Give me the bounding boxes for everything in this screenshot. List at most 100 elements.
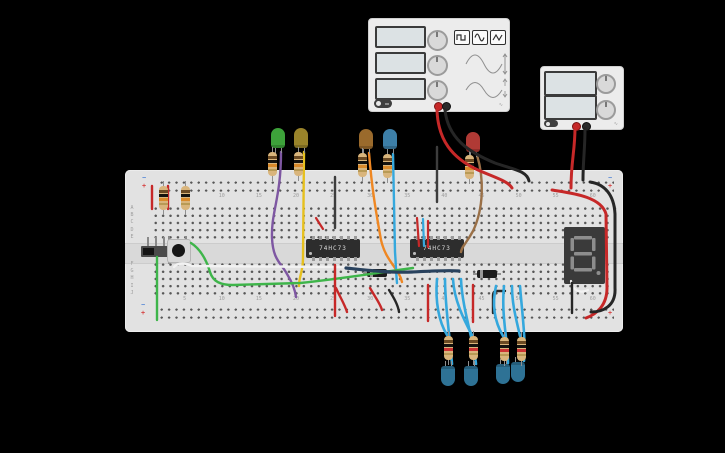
resistor-lead (184, 181, 186, 187)
ps-positive-terminal[interactable] (572, 122, 581, 131)
function-generator[interactable]: ∿ (368, 18, 510, 112)
led-blue-1[interactable] (440, 361, 456, 392)
fg-frequency-knob[interactable] (427, 30, 448, 51)
resistor-body (268, 152, 277, 176)
wire-green-wire-long[interactable] (189, 241, 415, 287)
fg-logo: ∿ (498, 102, 503, 108)
wire-white-wire[interactable] (172, 262, 346, 269)
resistor-band (181, 194, 190, 197)
resistor-band (444, 344, 453, 347)
button-cap (172, 244, 185, 257)
wire-cyan-wire-top[interactable] (391, 152, 399, 285)
led-lead (450, 361, 452, 367)
ps-power-button[interactable] (544, 120, 558, 127)
wire-rail-black-right[interactable] (588, 180, 617, 314)
led-blue-3[interactable] (495, 359, 511, 390)
resistor-band (159, 190, 168, 193)
resistor-lead (297, 147, 299, 153)
ps-negative-terminal[interactable] (582, 122, 591, 131)
ps-current-knob[interactable] (596, 100, 616, 120)
column-number-bottom: 45 (478, 296, 485, 302)
resistor-lead (386, 149, 388, 155)
resistor-lead (162, 209, 164, 215)
resistor-band (181, 190, 190, 193)
triangle-wave-button[interactable] (490, 30, 506, 45)
led-green[interactable] (270, 122, 286, 153)
resistor-lead (472, 359, 474, 365)
resistor-band (268, 169, 277, 171)
resistor-band (268, 160, 277, 163)
ic-pin (333, 257, 336, 261)
ic-pin (319, 236, 322, 240)
ps-voltage-knob[interactable] (596, 74, 616, 94)
wire-purple-wire[interactable] (270, 150, 298, 299)
sine-wave-button[interactable] (472, 30, 488, 45)
column-number-top: 60 (589, 193, 596, 199)
led-blue-2[interactable] (463, 361, 479, 392)
resistor-lead (520, 360, 522, 366)
rail-positive-mark: + (141, 183, 147, 190)
column-number-bottom: 20 (292, 296, 299, 302)
diode-band (480, 270, 483, 278)
led-lead (392, 148, 394, 154)
led-body (496, 364, 510, 384)
led-blue[interactable] (382, 123, 398, 154)
wire-cyan-strand-7[interactable] (510, 284, 522, 338)
wire-ps-black-lead[interactable] (581, 126, 587, 182)
resistor-lead (297, 175, 299, 181)
wire-cyan-strand-1[interactable] (435, 277, 449, 337)
led-yellow[interactable] (293, 122, 309, 153)
resistor-band (517, 345, 526, 348)
resistor-band (159, 198, 168, 201)
resistor-band (181, 203, 190, 205)
rail-bottom-holes[interactable] (158, 306, 614, 322)
ic-pin (312, 236, 315, 240)
fg-negative-terminal[interactable] (442, 102, 451, 111)
led-lead (473, 361, 475, 367)
row-letter-left: F (130, 261, 134, 267)
resistor-band (469, 340, 478, 343)
resistor-band (465, 172, 474, 174)
ic-pin (340, 257, 343, 261)
fg-screen-2 (375, 52, 426, 74)
led-blue-4[interactable] (510, 357, 526, 388)
wire-fg-black-lead[interactable] (443, 108, 531, 183)
resistor-band (268, 164, 277, 167)
switch-body (141, 246, 168, 257)
wire-brown-wire[interactable] (459, 153, 484, 254)
wire-red-jumper-ic1a[interactable] (314, 216, 325, 231)
rows-a-e-holes[interactable] (152, 205, 618, 242)
wire-navy-wire[interactable] (344, 266, 461, 274)
resistor-band (500, 341, 509, 344)
ic-label: 74HC73 (423, 245, 451, 252)
resistor-band (358, 165, 367, 168)
resistor-band (444, 340, 453, 343)
resistor-body (469, 336, 478, 360)
wire-cyan-strand-5[interactable] (492, 284, 505, 338)
ic-notch-dot (413, 252, 416, 255)
knob-tick (436, 57, 438, 62)
resistor-band (358, 170, 367, 172)
wire-cyan-jumper-ic2[interactable] (421, 217, 426, 248)
fg-power-toggle[interactable] (374, 99, 392, 108)
wire-black-curve-1[interactable] (387, 288, 401, 314)
rail-top-holes[interactable] (158, 179, 614, 195)
fg-offset-knob[interactable] (427, 80, 448, 101)
square-wave-button[interactable] (454, 30, 470, 45)
ic-74hc73[interactable]: 74HC73 (306, 236, 360, 261)
seven-segment-display[interactable] (564, 227, 605, 284)
toggle-dot (376, 101, 381, 106)
wire-red-jumper-ic2a[interactable] (415, 216, 421, 248)
resistor-band (383, 158, 392, 161)
power-supply[interactable]: ∿ (540, 66, 624, 131)
wire-red-curve-1[interactable] (334, 286, 349, 314)
wire-fg-red-lead[interactable] (435, 108, 514, 190)
fg-amplitude-knob[interactable] (427, 55, 448, 76)
offset-diagram (465, 78, 508, 98)
wire-red-curve-2[interactable] (368, 286, 384, 312)
wire-ps-red-lead[interactable] (569, 126, 577, 190)
resistor-body (358, 153, 367, 177)
led-amber[interactable] (358, 123, 374, 154)
row-letter-left: B (130, 212, 134, 219)
led-lead (499, 359, 501, 365)
